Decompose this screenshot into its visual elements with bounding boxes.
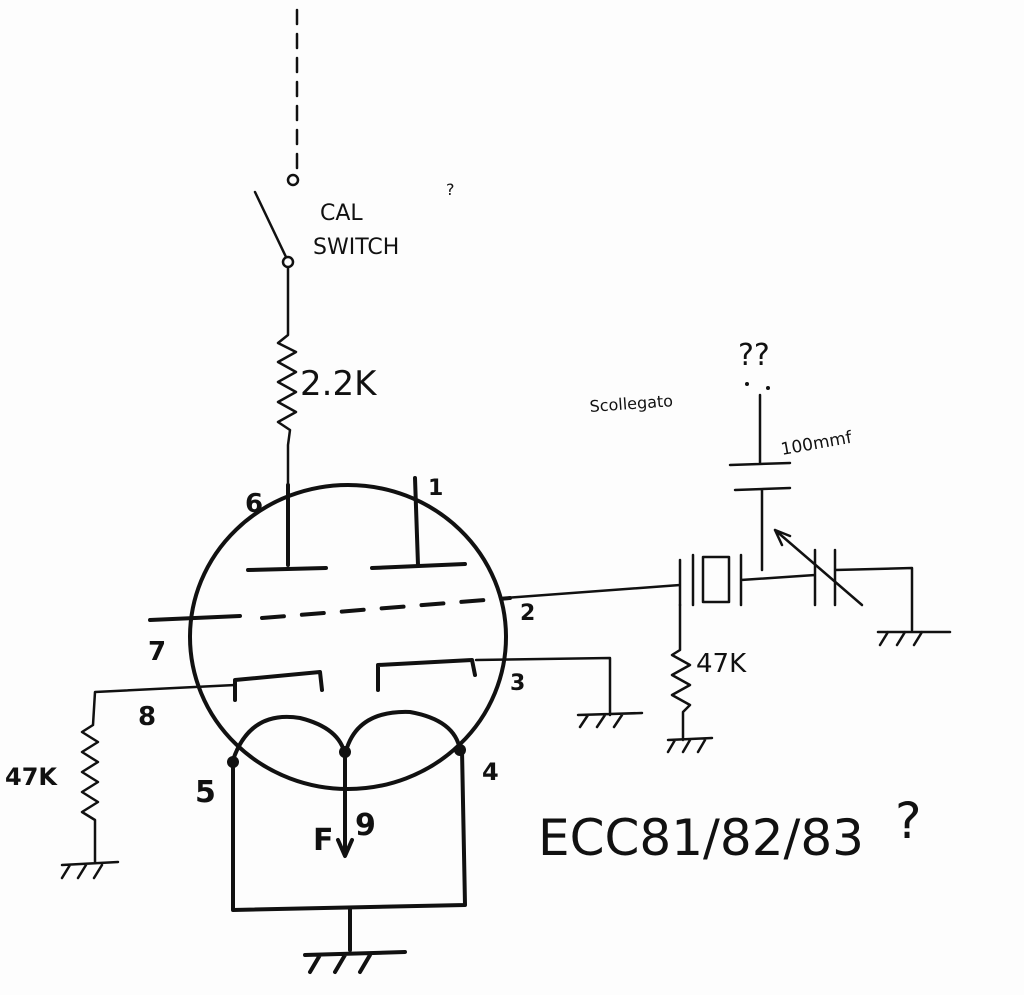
ground-main <box>303 906 407 974</box>
trimmer-arrow <box>773 528 864 607</box>
anode-pin1 <box>370 476 467 570</box>
switch-label-line1: CAL <box>320 201 363 226</box>
filament-return <box>231 748 467 912</box>
pin-1-label: 1 <box>428 476 443 501</box>
label-47k-grid: 47K <box>696 649 747 679</box>
switch-blade <box>253 190 288 259</box>
tube-envelope <box>188 483 508 791</box>
tube-type-title: ECC81/82/83 <box>538 809 864 867</box>
ground-cap <box>876 630 952 647</box>
cathode-right <box>376 658 477 692</box>
label-47k-cathode: 47K <box>5 763 58 791</box>
cap-open-dot-1 <box>745 382 749 386</box>
grid-wire <box>503 558 682 607</box>
cap-value: 100mmf <box>779 428 854 460</box>
crystal-plates <box>691 548 914 632</box>
cathode-left <box>233 670 324 702</box>
switch-question: ? <box>446 180 455 199</box>
crystal <box>701 555 731 604</box>
pin-7-label: 7 <box>148 637 166 667</box>
grid-dashed <box>260 596 512 620</box>
anode-pin6 <box>246 483 328 572</box>
label-2-2k: 2.2K <box>300 364 378 404</box>
pin-3-label: 3 <box>510 671 525 696</box>
cap-open-dot-2 <box>766 386 770 390</box>
switch-terminal-top <box>286 173 300 187</box>
switch-label-line2: SWITCH <box>313 235 399 260</box>
resistor-2-2k <box>276 266 298 487</box>
pin-8-label: 8 <box>138 702 156 732</box>
tube-type-question: ? <box>895 792 922 850</box>
pin8-wire <box>60 683 237 880</box>
pin3-wire <box>474 656 644 729</box>
pin-5-label: 5 <box>195 775 216 810</box>
grid-line <box>148 614 242 622</box>
pin-4-label: 4 <box>482 758 499 786</box>
pin-6-label: 6 <box>245 489 263 519</box>
cap-100mmf <box>728 393 792 572</box>
filament-label: F <box>313 823 334 858</box>
resistor-47k-grid <box>666 603 714 754</box>
cap-question: ?? <box>738 338 770 373</box>
cap-note: Scollegato <box>589 391 674 416</box>
pin-2-label: 2 <box>520 601 535 626</box>
pin-9-label: 9 <box>355 808 376 843</box>
switch-terminal-bottom <box>281 255 295 269</box>
